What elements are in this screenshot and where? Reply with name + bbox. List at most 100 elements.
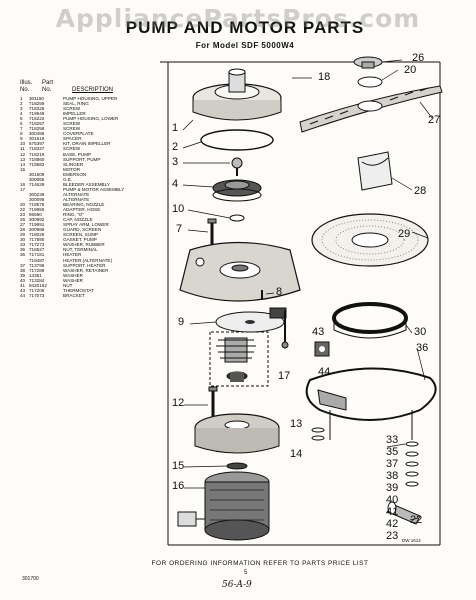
nozzle-bearing-drawing: [357, 76, 383, 88]
parts-part-number: 718259: [29, 101, 45, 107]
callout-16: 16: [172, 480, 185, 492]
impeller-drawing: [212, 179, 262, 202]
parts-description: SCREW: [63, 146, 81, 152]
parts-description: SCREEN, SUMP: [63, 232, 98, 238]
screw-3-drawing: [231, 157, 243, 176]
callout-38: 38: [386, 470, 399, 482]
spray-arm-drawing: [299, 85, 443, 133]
parts-illus-number: 4: [20, 111, 23, 117]
parts-part-number: 9420162: [29, 282, 47, 288]
callout-18: 18: [318, 71, 331, 83]
parts-description: BEARING, NOZZLE: [63, 201, 105, 207]
frame-left-edge: [160, 61, 169, 545]
parts-description: PUMP HOUSING, LOWER: [63, 116, 119, 122]
parts-description: SUPPORT, PUMP: [63, 156, 101, 162]
parts-part-number: 719576: [29, 201, 45, 207]
parts-part-number: 300992: [29, 217, 45, 223]
callout-20: 20: [404, 64, 417, 76]
parts-illus-number: 22: [20, 207, 26, 213]
parts-description: ALTERNATE: [63, 196, 90, 202]
callout-12: 12: [172, 397, 185, 409]
parts-part-number: 717289: [29, 267, 45, 273]
page-subtitle: For Model SDF 5000W4: [195, 41, 295, 50]
parts-part-number: 300486: [29, 131, 45, 137]
parts-part-number: 713796: [29, 262, 45, 268]
parts-description: SUPPORT, HEATER: [63, 262, 106, 268]
header-part-line1: Part: [42, 80, 54, 86]
parts-description: IMPELLER: [63, 111, 86, 117]
pump-base-drawing: [194, 413, 280, 454]
parts-description: SPRAY ARM, LOWER: [63, 222, 109, 228]
parts-illus-number: 7: [20, 126, 23, 132]
footer-page-number: 5: [244, 570, 248, 576]
coverplate-drawing: [215, 307, 287, 333]
parts-description: WASHER: [63, 272, 83, 278]
callout-35: 35: [386, 446, 399, 458]
header-illus-line2: No.: [20, 87, 30, 93]
parts-part-number: 14351: [29, 272, 42, 278]
parts-part-number: 300988: [29, 227, 45, 233]
parts-illus-number: 13: [20, 156, 26, 162]
parts-illus-number: 26: [20, 217, 26, 223]
parts-illus-number: 29: [20, 232, 26, 238]
callout-29: 29: [398, 228, 411, 240]
callout-22: 22: [410, 514, 423, 526]
screw-7-drawing: [207, 218, 217, 248]
parts-illus-number: 6: [20, 121, 23, 127]
parts-part-number: 718222: [29, 116, 45, 122]
washer-10-drawing: [229, 214, 245, 222]
parts-illus-number: 8: [20, 131, 23, 137]
leader-lines: [182, 59, 433, 521]
hose-adapter-drawing: [387, 501, 421, 525]
parts-part-number: 718258: [29, 126, 45, 132]
callout-44: 44: [318, 366, 331, 378]
parts-part-number: 719583: [29, 161, 45, 167]
parts-illus-number: 37: [20, 262, 26, 268]
parts-part-number: 301509: [29, 171, 45, 177]
parts-part-number: 717206: [29, 287, 45, 293]
parts-illus-number: 10: [20, 141, 26, 147]
parts-part-number: 719691: [29, 222, 45, 228]
parts-illus-number: 12: [20, 151, 26, 157]
parts-description: WASHER, RUBBER: [63, 242, 105, 248]
bleeder-drawing: [281, 310, 289, 349]
motor-drawing: [177, 471, 270, 541]
parts-description: SCREW: [63, 106, 81, 112]
parts-illus-number: 39: [20, 272, 26, 278]
parts-part-number: 717273: [29, 242, 45, 248]
parts-illus-number: 33: [20, 242, 26, 248]
parts-description: MOTOR: [63, 166, 81, 172]
callout-36: 36: [416, 342, 429, 354]
callout-27: 27: [428, 114, 441, 126]
parts-illus-number: 27: [20, 222, 26, 228]
parts-description: THERMOSTAT: [63, 287, 94, 293]
slinger-drawing: [209, 331, 269, 387]
parts-part-number: 719950: [29, 207, 45, 213]
parts-illus-number: 17: [20, 186, 26, 192]
parts-description: NUT: [63, 282, 73, 288]
parts-description: ADAPTER, HOSE: [63, 207, 101, 213]
parts-description: ALTERNATE: [63, 191, 90, 197]
parts-part-number: 718219: [29, 151, 45, 157]
parts-part-number: 718026: [29, 232, 45, 238]
parts-part-number: 719487: [29, 257, 45, 263]
parts-part-number: 301150: [29, 96, 44, 101]
